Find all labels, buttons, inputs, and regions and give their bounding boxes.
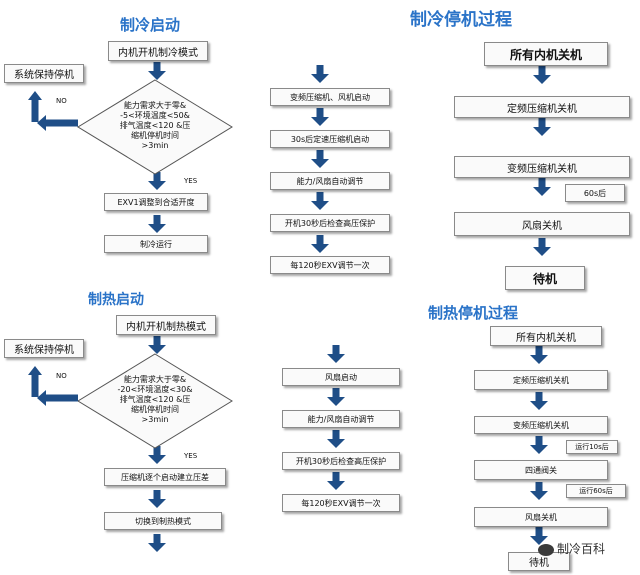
heat-no-label: NO [56,372,67,380]
arrow-down [530,482,548,500]
arrow-down [148,62,166,80]
cool-stop-title: 制冷停机过程 [410,10,512,30]
cool-run-step1: 变频压缩机、风机启动 [270,88,390,106]
heat-stop-step4: 四通阀关 [474,460,608,480]
cool-stop-delay: 60s后 [565,184,625,202]
arrow-down [311,108,329,126]
arrow-left [37,390,46,406]
arrow-down [530,392,548,410]
heat-stop-title: 制热停机过程 [428,304,519,322]
heat-start-step3: 切换到制热模式 [104,512,222,530]
cool-start-title: 制冷启动 [120,16,181,34]
cool-yes-label: YES [184,177,198,185]
arrow-down [327,345,345,363]
heat-keep-stop: 系统保持停机 [4,339,84,358]
heat-start-step1: 内机开机制热模式 [116,315,216,335]
arrow-down [148,446,166,464]
arrow-down [148,215,166,233]
heat-start-step2: 压缩机逐个启动建立压差 [104,468,226,486]
heat-yes-label: YES [184,452,198,460]
arrow-down [311,150,329,168]
heat-stop-delay1: 运行10s后 [566,440,618,454]
cool-stop-step1: 所有内机关机 [484,42,608,66]
arrow-down [533,238,551,256]
cool-decision-text: 能力需求大于零& -5<环境温度<50& 排气温度<120 &压 缩机停机时间 … [119,101,191,150]
arrow-down [148,336,166,354]
arrow-down [148,172,166,190]
arrow-down [148,534,166,552]
cool-start-step3: 制冷运行 [104,235,208,253]
heat-stop-step5: 风扇关机 [474,507,608,527]
arrow-up [28,91,42,100]
cool-run-step5: 每120秒EXV调节一次 [270,256,390,274]
watermark-text: 制冷百科 [557,542,606,556]
arrow-down [311,65,329,83]
arrow-down [311,192,329,210]
arrow-down [327,472,345,490]
arrow-down [533,178,551,196]
heat-run-step3: 开机30秒后检查高压保护 [282,452,400,470]
heat-run-step1: 风扇启动 [282,368,400,386]
heat-run-step4: 每120秒EXV调节一次 [282,494,400,512]
heat-stop-step1: 所有内机关机 [490,326,602,346]
heat-decision-text: 能力需求大于零& -20<环境温度<30& 排气温度<120 &压 缩机停机时间… [117,375,193,424]
arrow-down [530,346,548,364]
cool-no-label: NO [56,97,67,105]
cool-start-step1: 内机开机制冷模式 [108,41,208,61]
cool-keep-stop: 系统保持停机 [4,64,84,83]
watermark: 制冷百科 [538,540,605,557]
cool-run-step3: 能力/风扇自动调节 [270,172,390,190]
heat-stop-delay2: 运行60s后 [566,484,626,498]
arrow-down [533,118,551,136]
cool-run-step2: 30s后定速压缩机启动 [270,130,390,148]
arrow-down [148,490,166,508]
cool-start-step2: EXV1调整到合适开度 [104,193,208,211]
arrow-down [530,436,548,454]
heat-stop-step3: 变频压缩机关机 [474,416,608,434]
cool-stop-step4: 风扇关机 [454,212,630,236]
cool-stop-step3: 变频压缩机关机 [454,156,630,178]
arrow-down [311,235,329,253]
cool-run-step4: 开机30秒后检查高压保护 [270,214,390,232]
heat-run-step2: 能力/风扇自动调节 [282,410,400,428]
heat-stop-step2: 定频压缩机关机 [474,370,608,390]
arrow-left [37,115,46,131]
cool-stop-step2: 定频压缩机关机 [454,96,630,118]
arrow-down [533,66,551,84]
arrow-down [327,388,345,406]
decision-diamond [77,353,233,449]
wechat-icon [538,543,554,556]
arrow-up [28,366,42,375]
arrow-down [327,430,345,448]
heat-start-title: 制热启动 [88,292,144,308]
cool-stop-step5: 待机 [505,266,585,290]
decision-diamond [77,79,233,175]
